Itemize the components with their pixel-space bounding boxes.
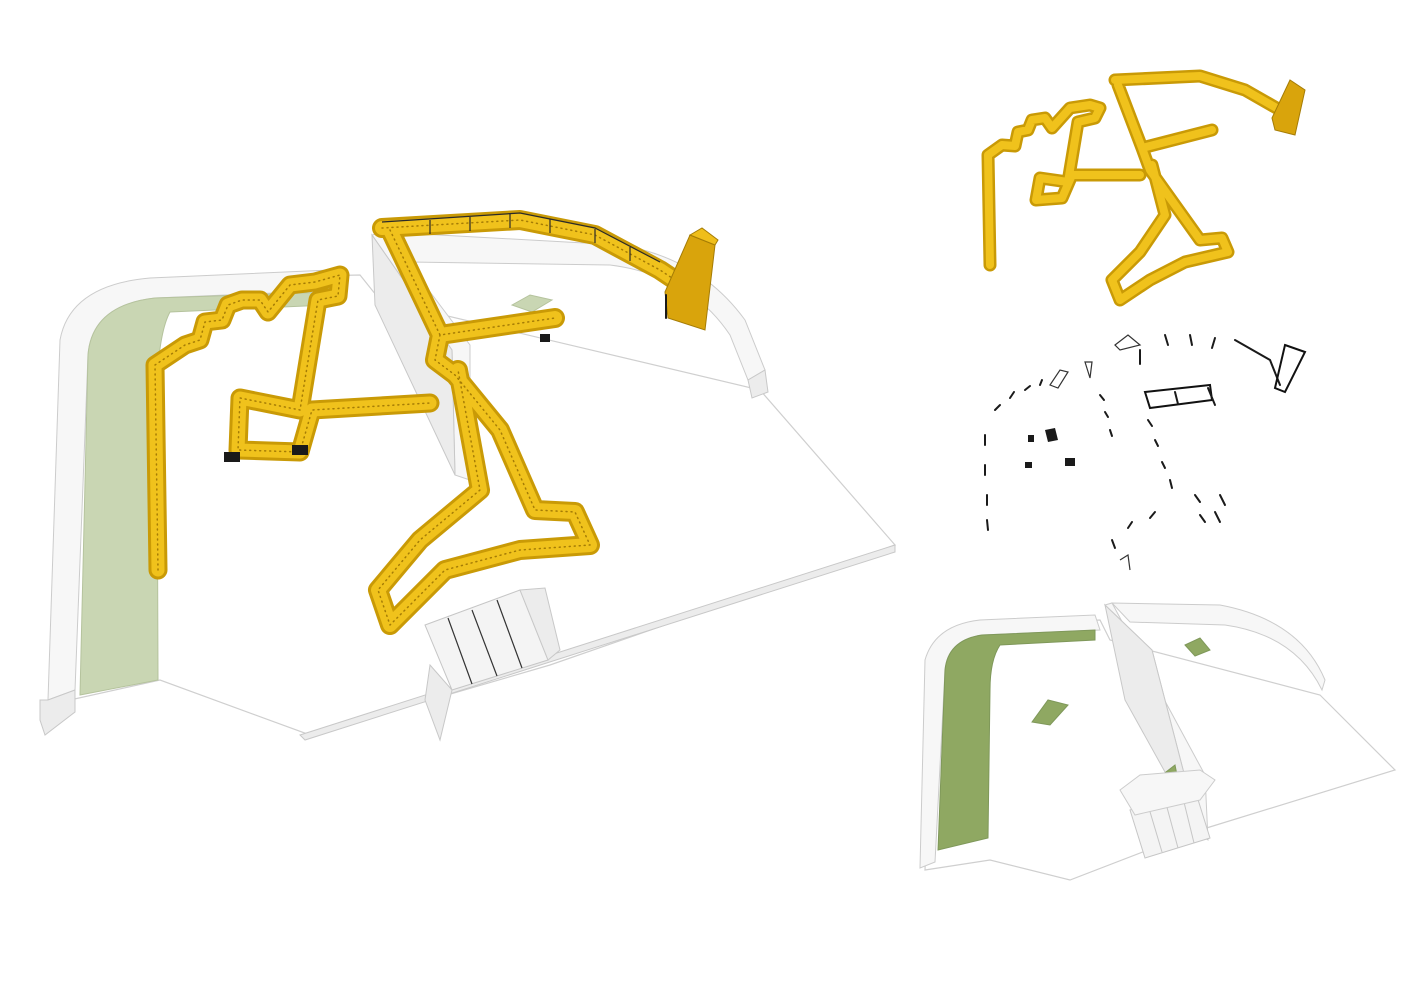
boardwalk-supports [224, 334, 550, 462]
main-stairs [424, 587, 561, 742]
supports-only-view [984, 334, 1307, 571]
left-wall-face [39, 689, 76, 736]
green-patch-top [510, 294, 554, 313]
site-only-view [919, 602, 1397, 881]
boardwalk-railing [381, 212, 661, 263]
boardwalk-only-view [981, 69, 1306, 307]
main-axonometric-view [39, 210, 897, 742]
right-wall-face [747, 369, 769, 399]
